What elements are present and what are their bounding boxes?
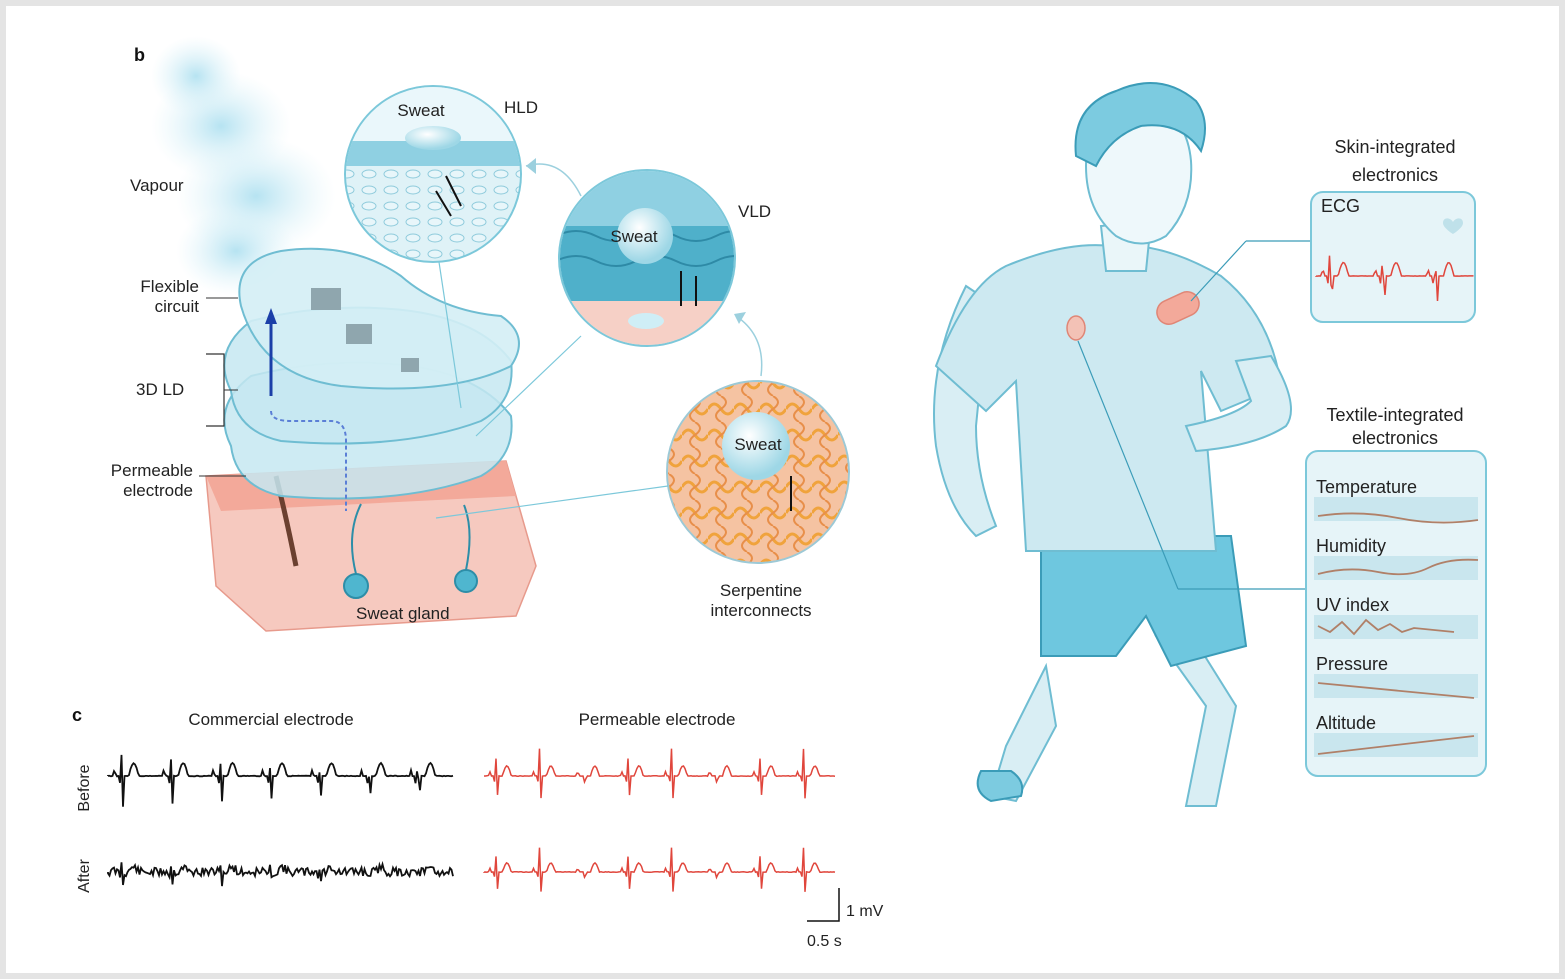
sensor-trace xyxy=(1317,618,1455,636)
svg-text:electronics: electronics xyxy=(1352,428,1438,448)
vld-inset: Sweat xyxy=(475,169,736,437)
scale-mv-label: 1 mV xyxy=(846,903,884,920)
sensor-trace xyxy=(1317,558,1479,576)
before-label: Before xyxy=(76,764,93,811)
panel-c-letter: c xyxy=(72,705,82,725)
svg-text:electronics: electronics xyxy=(1352,165,1438,185)
heart-icon xyxy=(1443,218,1463,234)
textile-sensor-icon xyxy=(1066,315,1086,341)
svg-text:Permeable: Permeable xyxy=(111,461,193,480)
arrow-serp-to-vld xyxy=(735,315,763,377)
sensor-row: Humidity xyxy=(1314,536,1479,580)
panel-b-letter: b xyxy=(134,45,145,65)
sensor-label: UV index xyxy=(1316,595,1389,615)
svg-text:electrode: electrode xyxy=(123,481,193,500)
sensor-row: Pressure xyxy=(1314,654,1478,699)
svg-text:3D LD: 3D LD xyxy=(136,380,184,399)
panel-c: c Commercial electrode Permeable electro… xyxy=(72,705,884,950)
svg-text:Skin-integrated: Skin-integrated xyxy=(1334,137,1455,157)
serpentine-label: Serpentine interconnects xyxy=(710,581,811,620)
sensor-row: Temperature xyxy=(1314,477,1479,524)
vld-label: VLD xyxy=(738,202,771,221)
shoe-icon xyxy=(976,770,1024,803)
ecg-trace-permeable-before xyxy=(484,748,836,799)
ecg-label: ECG xyxy=(1321,196,1360,216)
svg-text:Serpentine: Serpentine xyxy=(720,581,802,600)
ecg-trace-permeable-after xyxy=(483,847,836,892)
scale-s-label: 0.5 s xyxy=(807,933,842,950)
vapour-label: Vapour xyxy=(130,176,184,195)
ecg-trace-commercial-before xyxy=(107,754,454,807)
device-stack xyxy=(223,247,520,511)
shorts xyxy=(1040,535,1248,668)
skin-integrated-panel: Skin-integrated electronics ECG xyxy=(1310,137,1476,323)
sweat-gland-label: Sweat gland xyxy=(356,604,450,623)
sensor-band xyxy=(1314,674,1478,698)
scale-bar: 1 mV 0.5 s xyxy=(807,888,884,950)
vld-sweat-label: Sweat xyxy=(610,227,658,246)
sensor-label: Pressure xyxy=(1316,654,1388,674)
hld-inset: Sweat xyxy=(344,85,522,409)
permeable-electrode-label: Permeable electrode xyxy=(111,461,246,500)
vapour-cloud xyxy=(151,36,336,296)
sensor-label: Altitude xyxy=(1316,713,1376,733)
serpentine-inset: Sweat xyxy=(435,380,850,564)
runner-illustration xyxy=(933,82,1311,807)
sweat-gland-icon xyxy=(343,573,369,599)
svg-text:circuit: circuit xyxy=(155,297,200,316)
textile-integrated-panel: Textile-integrated electronics Temperatu… xyxy=(1305,405,1487,777)
sensor-band xyxy=(1314,556,1478,580)
ecg-patch-icon xyxy=(1156,291,1200,325)
sensor-trace xyxy=(1317,735,1475,755)
svg-text:interconnects: interconnects xyxy=(710,601,811,620)
hair xyxy=(1074,82,1206,168)
commercial-electrode-title: Commercial electrode xyxy=(188,710,353,729)
sensor-label: Humidity xyxy=(1316,536,1386,556)
ecg-box-trace xyxy=(1315,255,1474,301)
figure-frame: b Vapour Sweat gland xyxy=(6,6,1559,973)
sensor-trace xyxy=(1317,682,1475,699)
ecg-box xyxy=(1310,191,1476,323)
sensor-label: Temperature xyxy=(1316,477,1417,497)
sensor-row: UV index xyxy=(1314,595,1478,639)
flexible-circuit-label: Flexible circuit xyxy=(140,277,238,316)
ld3d-label: 3D LD xyxy=(136,353,238,427)
after-label: After xyxy=(76,858,93,892)
svg-text:Flexible: Flexible xyxy=(140,277,199,296)
hld-sweat-label: Sweat xyxy=(397,101,445,120)
ecg-trace-commercial-after xyxy=(107,860,454,887)
sensor-trace xyxy=(1317,512,1479,524)
panel-b: b Vapour Sweat gland xyxy=(111,36,850,632)
sweat-gland-icon xyxy=(454,569,478,593)
permeable-electrode-title: Permeable electrode xyxy=(579,710,736,729)
sensor-row: Altitude xyxy=(1314,713,1478,757)
serpentine-sweat-label: Sweat xyxy=(734,435,782,454)
shirt xyxy=(934,244,1283,552)
figure-canvas: b Vapour Sweat gland xyxy=(72,36,1487,950)
svg-text:Textile-integrated: Textile-integrated xyxy=(1326,405,1463,425)
hld-label: HLD xyxy=(504,98,538,117)
